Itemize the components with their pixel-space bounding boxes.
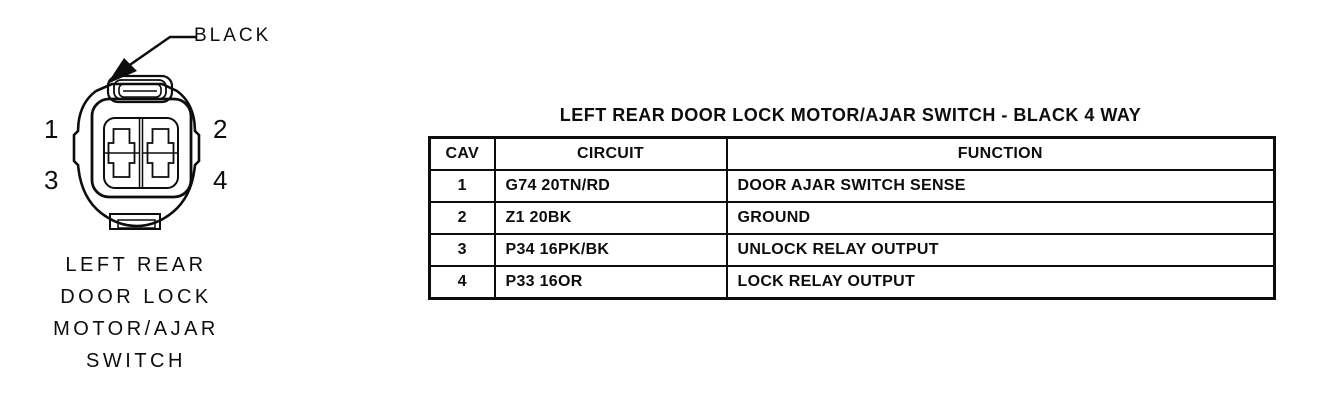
- table-title: LEFT REAR DOOR LOCK MOTOR/AJAR SWITCH - …: [559, 105, 1142, 125]
- cell-cav: 3: [428, 233, 496, 267]
- arrow-leader-line: [123, 35, 196, 71]
- pin-number-4: 4: [213, 165, 228, 195]
- terminal-cavity-left: [107, 128, 136, 178]
- column-header-cav: CAV: [428, 136, 496, 171]
- table-row: 1 G74 20TN/RD DOOR AJAR SWITCH SENSE: [428, 169, 1276, 203]
- connector-housing: [90, 97, 193, 199]
- connector-diagram: [72, 35, 201, 230]
- pin-number-1: 1: [44, 114, 59, 144]
- pin-number-3: 3: [44, 165, 59, 195]
- connector-body: [72, 82, 201, 228]
- caption-line-1: LEFT REAR: [65, 254, 207, 276]
- column-header-circuit: CIRCUIT: [493, 136, 728, 171]
- cell-circuit: G74 20TN/RD: [493, 169, 728, 203]
- cell-circuit: P33 16OR: [493, 265, 728, 300]
- column-header-function: FUNCTION: [725, 136, 1276, 171]
- cell-cav: 4: [428, 265, 496, 300]
- table-header-row: CAV CIRCUIT FUNCTION: [428, 136, 1276, 171]
- cell-cav: 1: [428, 169, 496, 203]
- caption-line-2: DOOR LOCK: [60, 286, 212, 308]
- caption-line-3: MOTOR/AJAR: [53, 318, 219, 340]
- cell-function: DOOR AJAR SWITCH SENSE: [725, 169, 1276, 203]
- cell-function: GROUND: [725, 201, 1276, 235]
- terminal-cavity-right: [146, 128, 175, 178]
- table-row: 2 Z1 20BK GROUND: [428, 201, 1276, 235]
- cell-circuit: Z1 20BK: [493, 201, 728, 235]
- table-row: 4 P33 16OR LOCK RELAY OUTPUT: [428, 265, 1276, 300]
- pin-number-2: 2: [213, 114, 228, 144]
- cell-cav: 2: [428, 201, 496, 235]
- connector-color-label: BLACK: [194, 25, 272, 46]
- connector-caption: LEFT REAR DOOR LOCK MOTOR/AJAR SWITCH: [20, 249, 252, 377]
- cell-function: LOCK RELAY OUTPUT: [725, 265, 1276, 300]
- cell-circuit: P34 16PK/BK: [493, 233, 728, 267]
- pinout-table: CAV CIRCUIT FUNCTION 1 G74 20TN/RD DOOR …: [428, 136, 1276, 300]
- table-row: 3 P34 16PK/BK UNLOCK RELAY OUTPUT: [428, 233, 1276, 267]
- caption-line-4: SWITCH: [86, 350, 186, 372]
- cell-function: UNLOCK RELAY OUTPUT: [725, 233, 1276, 267]
- terminal-block: [103, 117, 179, 189]
